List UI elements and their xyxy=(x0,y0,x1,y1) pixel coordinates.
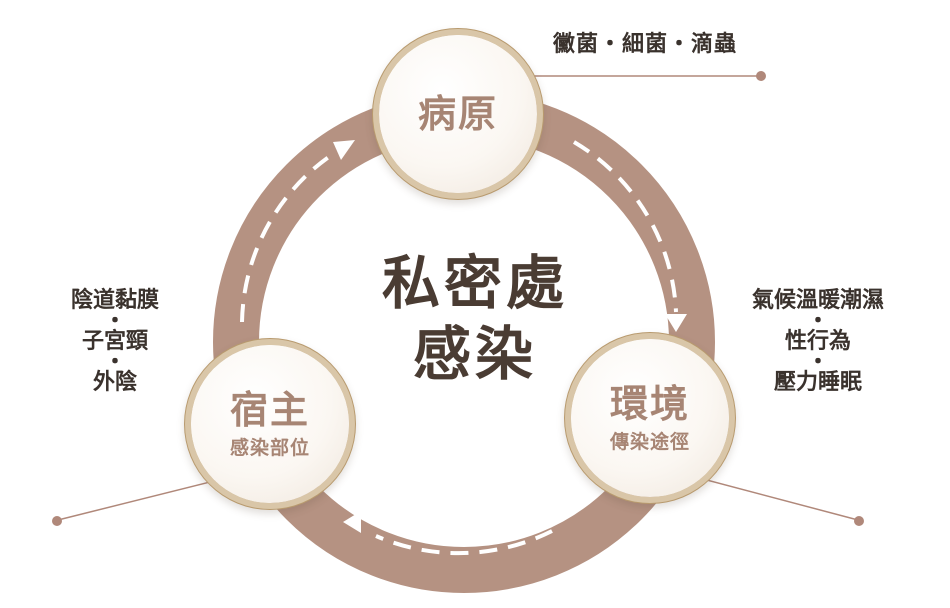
arrow-path-environment-to-host xyxy=(375,529,553,556)
host-site-item: 外陰 xyxy=(92,370,137,395)
center-title-line2: 感染 xyxy=(412,319,537,388)
arrowhead-down xyxy=(665,314,687,332)
connector-dot-pathogen xyxy=(756,71,766,81)
connector-dot-host xyxy=(52,516,62,526)
connector-dot-environment xyxy=(854,516,864,526)
node-environment-subtitle: 傳染途徑 xyxy=(609,431,690,454)
environment-factor-item: 性行為 xyxy=(784,329,851,354)
label-pathogen-causes: 黴菌・細菌・滴蟲 xyxy=(552,32,737,57)
center-title-line1: 私密處 xyxy=(381,249,568,317)
node-host-subtitle: 感染部位 xyxy=(229,437,310,460)
arrow-path-host-to-pathogen xyxy=(240,150,338,323)
environment-factor-item: 壓力睡眠 xyxy=(773,370,862,395)
separator-dot: ・ xyxy=(103,309,126,334)
separator-dot: ・ xyxy=(806,350,829,375)
node-pathogen: 病原 xyxy=(379,35,537,193)
center-title: 私密處 感染 xyxy=(355,248,595,390)
node-environment-title: 環境 xyxy=(609,380,690,426)
node-host: 宿主 感染部位 xyxy=(191,345,349,503)
arrowhead-left xyxy=(343,511,361,533)
label-environment-factors: 氣候溫暖潮濕 ・ 性行為 ・ 壓力睡眠 xyxy=(728,290,908,394)
label-host-sites: 陰道黏膜 ・ 子宮頸 ・ 外陰 xyxy=(40,290,190,394)
arrowhead-right xyxy=(333,140,355,160)
separator-dot: ・ xyxy=(103,350,126,375)
environment-factor-item: 氣候溫暖潮濕 xyxy=(751,288,884,313)
node-pathogen-title: 病原 xyxy=(417,91,498,137)
node-host-title: 宿主 xyxy=(229,386,310,432)
arrow-path-pathogen-to-environment xyxy=(572,140,678,313)
separator-dot: ・ xyxy=(806,309,829,334)
host-site-item: 子宮頸 xyxy=(81,329,148,354)
node-environment: 環境 傳染途徑 xyxy=(571,339,729,497)
host-site-item: 陰道黏膜 xyxy=(70,288,159,313)
